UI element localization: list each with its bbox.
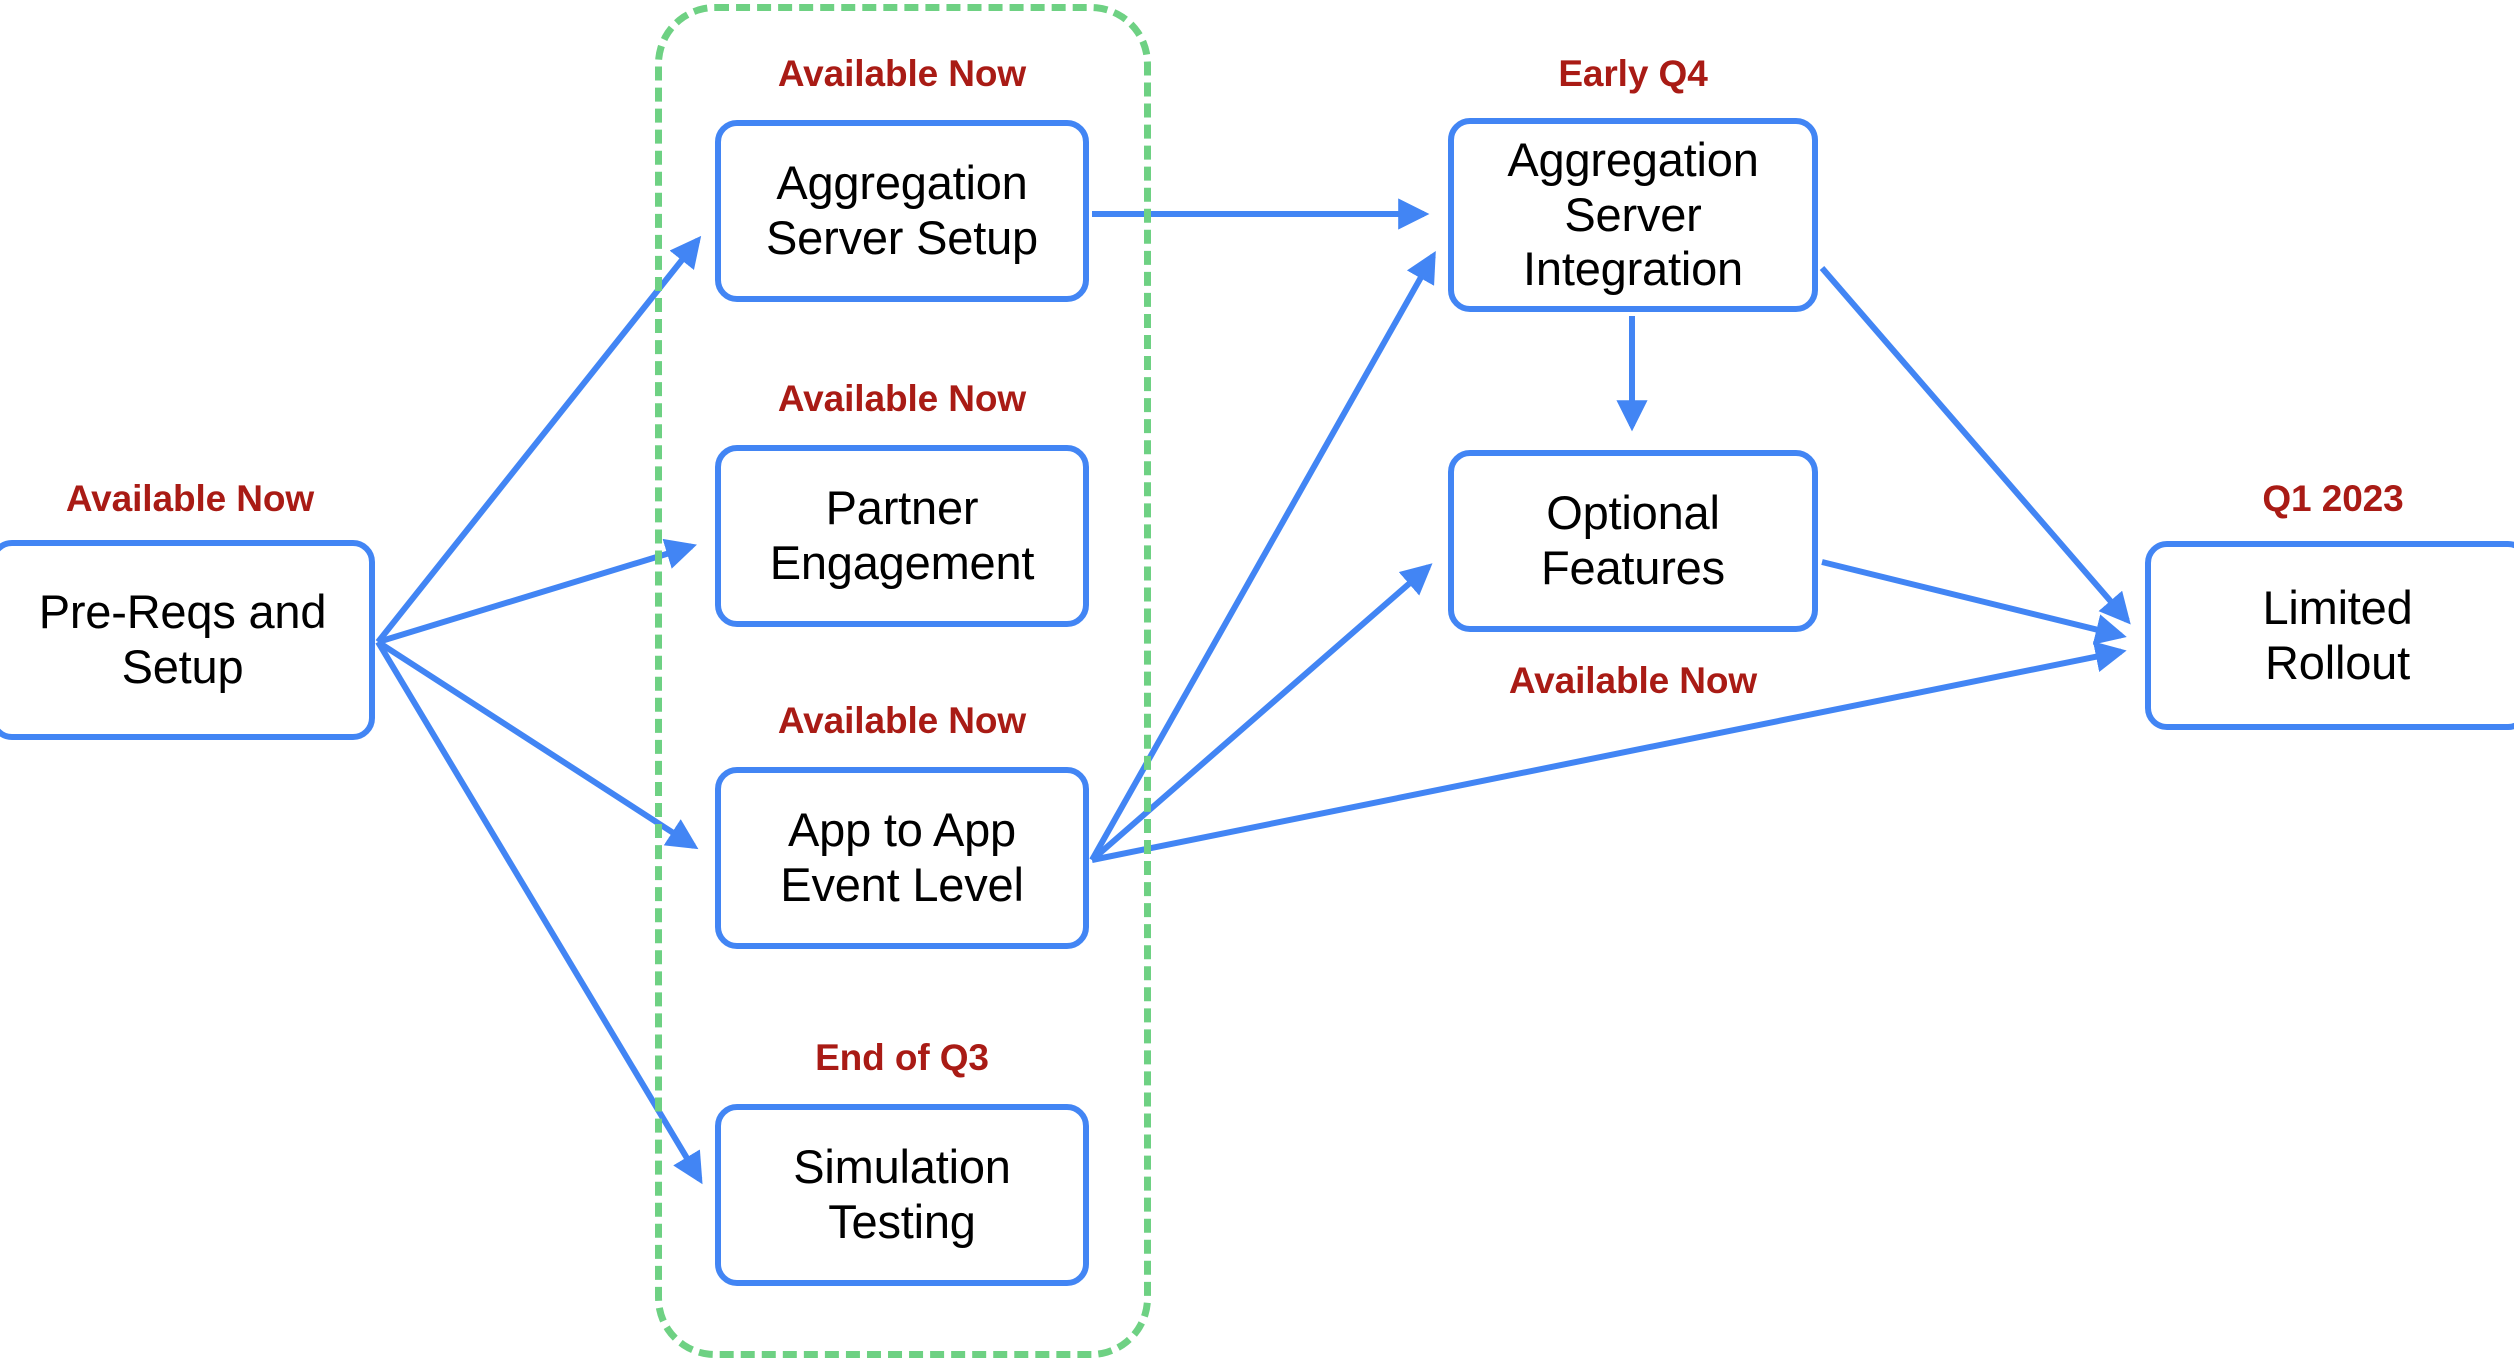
node-label-optional-features: Optional Features xyxy=(1541,486,1725,594)
node-partner-engagement[interactable]: Partner Engagement xyxy=(715,445,1089,627)
milestone-label-optional-features: Available Now xyxy=(1508,660,1758,701)
node-limited-rollout[interactable]: Limited Rollout xyxy=(2145,541,2514,730)
milestone-label-aggregation-server-integration: Early Q4 xyxy=(1558,53,1708,94)
edge-pre-reqs-and-setup-to-partner-engagement xyxy=(377,538,697,645)
milestone-label-aggregation-server-setup: Available Now xyxy=(777,53,1027,94)
node-label-pre-reqs-and-setup: Pre-Reqs and Setup xyxy=(38,585,327,693)
milestone-label-simulation-testing: End of Q3 xyxy=(815,1037,989,1078)
edge-optional-features-to-limited-rollout xyxy=(1821,559,2127,645)
milestone-label-partner-engagement: Available Now xyxy=(777,378,1027,419)
node-simulation-testing[interactable]: Simulation Testing xyxy=(715,1104,1089,1286)
milestone-label-app-to-app-event-level: Available Now xyxy=(777,700,1027,741)
node-pre-reqs-and-setup[interactable]: Pre-Reqs and Setup xyxy=(0,540,375,740)
node-label-partner-engagement: Partner Engagement xyxy=(769,481,1035,589)
edge-aggregation-server-integration-to-limited-rollout xyxy=(1819,266,2131,625)
node-aggregation-server-setup[interactable]: Aggregation Server Setup xyxy=(715,120,1089,302)
node-label-aggregation-server-integration: Aggregation Server Integration xyxy=(1507,133,1759,296)
edge-pre-reqs-and-setup-to-simulation-testing xyxy=(375,640,703,1185)
milestone-label-pre-reqs-and-setup: Available Now xyxy=(65,478,315,519)
milestone-label-limited-rollout: Q1 2023 xyxy=(2262,478,2404,519)
node-label-app-to-app-event-level: App to App Event Level xyxy=(780,803,1024,911)
node-label-simulation-testing: Simulation Testing xyxy=(793,1140,1011,1248)
node-label-limited-rollout: Limited Rollout xyxy=(2262,580,2413,689)
node-app-to-app-event-level[interactable]: App to App Event Level xyxy=(715,767,1089,949)
node-aggregation-server-integration[interactable]: Aggregation Server Integration xyxy=(1448,118,1818,312)
node-label-aggregation-server-setup: Aggregation Server Setup xyxy=(766,156,1038,264)
edge-pre-reqs-and-setup-to-aggregation-server-setup xyxy=(375,235,702,644)
edges xyxy=(375,198,2131,1185)
edge-pre-reqs-and-setup-to-app-to-app-event-level xyxy=(376,639,699,850)
available-now-phase xyxy=(655,4,1151,1358)
node-optional-features[interactable]: Optional Features xyxy=(1448,450,1818,632)
